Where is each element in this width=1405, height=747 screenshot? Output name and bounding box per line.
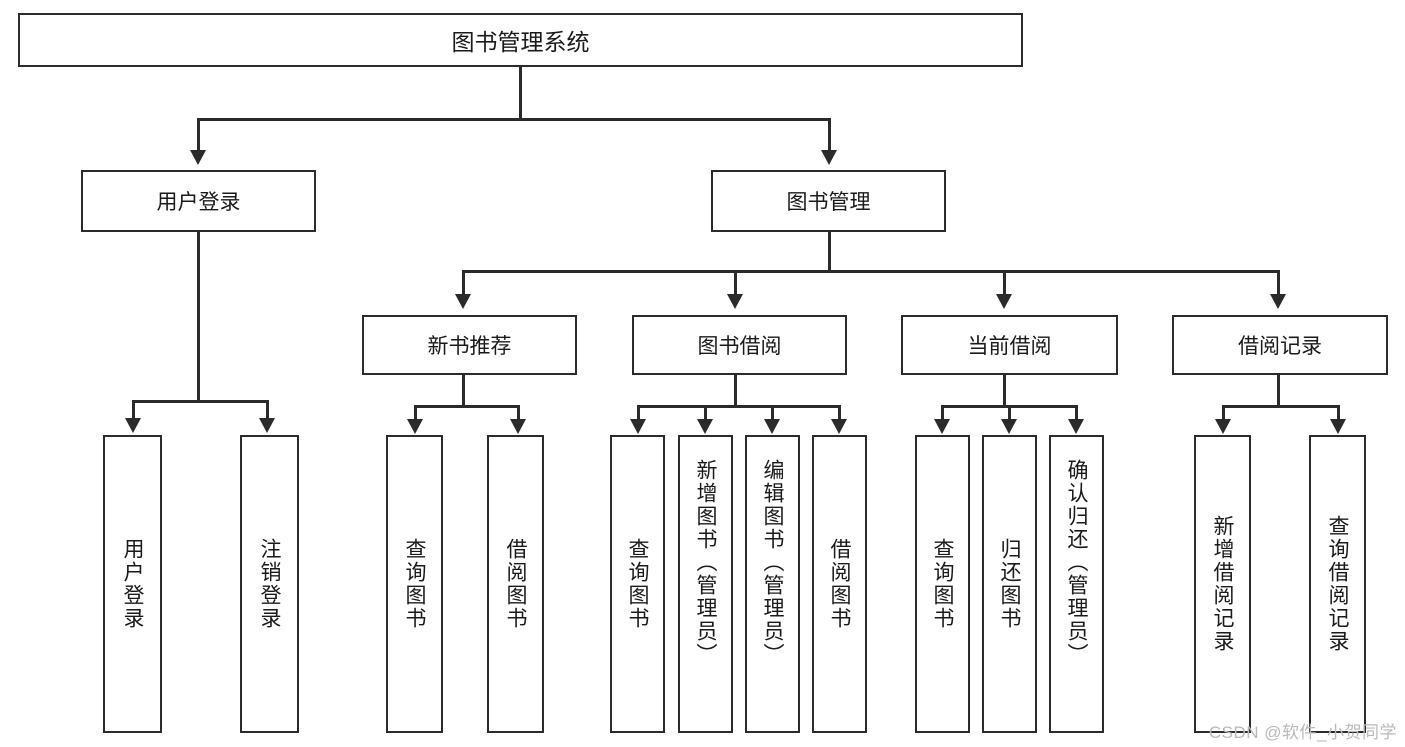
arrow-to-leaf-user-login xyxy=(125,418,141,433)
leaf-borrow-book-2[interactable]: 借阅图书 xyxy=(812,435,867,733)
connector-nbr-child-1 xyxy=(414,405,417,421)
node-root-label: 图书管理系统 xyxy=(451,29,590,55)
connector-user-login-bar xyxy=(132,400,269,403)
connector-current-borrow-stem xyxy=(1003,375,1006,405)
leaf-add-record[interactable]: 新增借阅记录 xyxy=(1194,435,1251,733)
connector-user-login-left xyxy=(132,400,135,420)
leaf-confirm-return-label: 确认归还（管理员） xyxy=(1065,459,1088,666)
leaf-confirm-return[interactable]: 确认归还（管理员） xyxy=(1049,435,1104,733)
connector-borrow-record-stem xyxy=(1277,375,1280,405)
arrow-root-to-user-login xyxy=(190,150,206,165)
leaf-logout-login[interactable]: 注销登录 xyxy=(240,435,299,733)
leaf-query-record[interactable]: 查询借阅记录 xyxy=(1309,435,1366,733)
connector-br-child-1 xyxy=(1222,405,1225,421)
leaf-query-book-1[interactable]: 查询图书 xyxy=(386,435,443,733)
connector-to-borrow-record xyxy=(1277,270,1280,296)
connector-book-management-stem xyxy=(828,232,831,270)
node-current-borrow-label: 当前借阅 xyxy=(967,335,1052,358)
leaf-edit-book-label: 编辑图书（管理员） xyxy=(761,459,784,666)
leaf-edit-book[interactable]: 编辑图书（管理员） xyxy=(745,435,800,733)
node-user-login-label: 用户登录 xyxy=(156,191,241,214)
connector-to-new-book-recommend xyxy=(462,270,465,296)
leaf-borrow-book-1-label: 借阅图书 xyxy=(504,538,527,630)
arrow-to-leaf-edit-book xyxy=(764,419,780,434)
node-new-book-recommend-label: 新书推荐 xyxy=(427,335,512,358)
leaf-add-book-label: 新增图书（管理员） xyxy=(694,459,717,666)
connector-cb-child-3 xyxy=(1075,405,1078,421)
arrow-root-to-book-management xyxy=(821,150,837,165)
leaf-return-book[interactable]: 归还图书 xyxy=(982,435,1037,733)
connector-book-borrow-stem xyxy=(734,375,737,405)
connector-to-current-borrow xyxy=(1003,270,1006,296)
leaf-add-book[interactable]: 新增图书（管理员） xyxy=(678,435,733,733)
leaf-user-login[interactable]: 用户登录 xyxy=(103,435,162,733)
leaf-borrow-book-1[interactable]: 借阅图书 xyxy=(487,435,544,733)
arrow-to-leaf-query-book-1 xyxy=(407,419,423,434)
node-root[interactable]: 图书管理系统 xyxy=(18,13,1023,67)
connector-bb-child-4 xyxy=(838,405,841,421)
connector-bb-child-2 xyxy=(704,405,707,421)
arrow-to-leaf-query-book-3 xyxy=(934,419,950,434)
connector-root-to-user-login xyxy=(197,118,200,152)
leaf-return-book-label: 归还图书 xyxy=(998,538,1021,630)
node-book-borrow[interactable]: 图书借阅 xyxy=(632,315,847,375)
arrow-to-leaf-logout-login xyxy=(259,418,275,433)
connector-level3-bar xyxy=(462,270,1280,273)
connector-borrow-record-bar xyxy=(1222,405,1339,408)
leaf-query-book-3[interactable]: 查询图书 xyxy=(915,435,970,733)
connector-nbr-child-2 xyxy=(517,405,520,421)
connector-bb-child-3 xyxy=(771,405,774,421)
node-book-management-label: 图书管理 xyxy=(786,191,871,214)
node-user-login[interactable]: 用户登录 xyxy=(81,170,316,232)
arrow-to-leaf-add-book xyxy=(697,419,713,434)
node-borrow-record-label: 借阅记录 xyxy=(1238,335,1322,358)
leaf-query-record-label: 查询借阅记录 xyxy=(1326,515,1349,653)
arrow-to-leaf-query-book-2 xyxy=(630,419,646,434)
arrow-to-book-borrow xyxy=(727,294,743,309)
leaf-query-book-2-label: 查询图书 xyxy=(626,538,649,630)
leaf-add-record-label: 新增借阅记录 xyxy=(1211,515,1234,653)
csdn-watermark: CSDN @软件_小贺同学 xyxy=(1208,723,1397,742)
connector-to-book-borrow xyxy=(734,270,737,296)
node-current-borrow[interactable]: 当前借阅 xyxy=(901,315,1118,375)
arrow-to-leaf-borrow-book-2 xyxy=(831,419,847,434)
node-book-management[interactable]: 图书管理 xyxy=(711,170,946,232)
connector-root-stem xyxy=(519,67,522,118)
connector-book-borrow-bar xyxy=(637,405,840,408)
arrow-to-leaf-query-record xyxy=(1330,419,1346,434)
connector-cb-child-2 xyxy=(1008,405,1011,421)
node-borrow-record[interactable]: 借阅记录 xyxy=(1172,315,1388,375)
leaf-logout-login-label: 注销登录 xyxy=(258,538,281,630)
arrow-to-leaf-confirm-return xyxy=(1068,419,1084,434)
arrow-to-leaf-borrow-book-1 xyxy=(510,419,526,434)
connector-user-login-right xyxy=(266,400,269,420)
connector-cb-child-1 xyxy=(941,405,944,421)
connector-new-book-recommend-bar xyxy=(414,405,520,408)
connector-new-book-recommend-stem xyxy=(462,375,465,405)
node-new-book-recommend[interactable]: 新书推荐 xyxy=(362,315,577,375)
arrow-to-current-borrow xyxy=(996,294,1012,309)
leaf-query-book-3-label: 查询图书 xyxy=(931,538,954,630)
arrow-to-leaf-add-record xyxy=(1215,419,1231,434)
connector-user-login-stem xyxy=(197,232,200,400)
leaf-borrow-book-2-label: 借阅图书 xyxy=(828,538,851,630)
node-book-borrow-label: 图书借阅 xyxy=(697,335,782,358)
arrow-to-new-book-recommend xyxy=(455,294,471,309)
connector-br-child-2 xyxy=(1337,405,1340,421)
leaf-user-login-label: 用户登录 xyxy=(121,538,144,630)
connector-root-to-book-management xyxy=(828,118,831,152)
leaf-query-book-1-label: 查询图书 xyxy=(403,538,426,630)
leaf-query-book-2[interactable]: 查询图书 xyxy=(610,435,665,733)
connector-root-bar xyxy=(197,118,831,121)
arrow-to-borrow-record xyxy=(1270,294,1286,309)
connector-bb-child-1 xyxy=(637,405,640,421)
arrow-to-leaf-return-book xyxy=(1001,419,1017,434)
